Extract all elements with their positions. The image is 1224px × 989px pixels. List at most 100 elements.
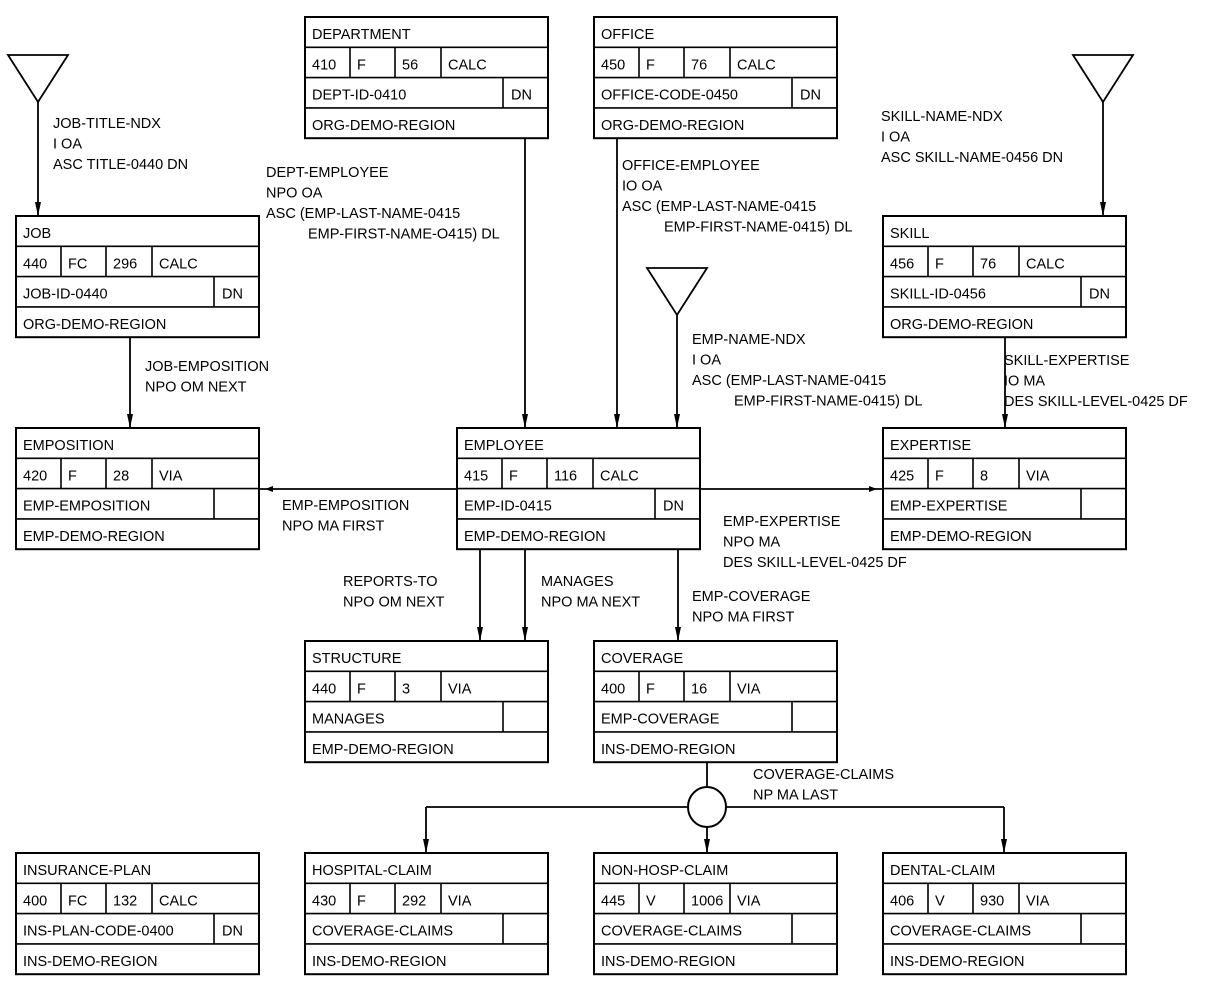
calc-key: EMP-ID-0415 [464, 499, 552, 515]
record-name: OFFICE [601, 27, 654, 43]
record-id: 400 [601, 681, 625, 697]
index-triangle-icon [1071, 54, 1135, 104]
duplicates-option: DN [222, 924, 243, 940]
record-id: 410 [312, 57, 336, 73]
record-type: F [646, 57, 655, 73]
location-mode: VIA [1026, 893, 1050, 909]
record-length: 8 [980, 468, 988, 484]
record-name: COVERAGE [601, 651, 684, 667]
record-name: HOSPITAL-CLAIM [312, 863, 432, 879]
record-length: 3 [402, 681, 410, 697]
label-line: DES SKILL-LEVEL-0425 DF [723, 555, 907, 571]
record-length: 28 [113, 468, 129, 484]
calc-key: SKILL-ID-0456 [890, 287, 986, 303]
label-line: JOB-EMPOSITION [145, 359, 269, 375]
label-line: EMP-COVERAGE [692, 589, 811, 605]
record-length: 132 [113, 893, 137, 909]
calc-key: JOB-ID-0440 [23, 287, 108, 303]
record-coverage[interactable]: COVERAGE 400 F 16 VIA EMP-COVERAGE INS-DEMO-RE… [593, 640, 838, 764]
record-length: 16 [691, 681, 707, 697]
area-name: INS-DEMO-REGION [312, 954, 447, 970]
label-line: IO MA [1004, 374, 1045, 390]
calc-key: EMP-COVERAGE [601, 712, 720, 728]
record-id: 425 [890, 468, 914, 484]
area-name: INS-DEMO-REGION [890, 954, 1025, 970]
record-length: 76 [980, 256, 996, 272]
area-name: EMP-DEMO-REGION [890, 529, 1032, 545]
label-line: MANAGES [541, 574, 614, 590]
label-line: I OA [692, 353, 721, 369]
area-name: INS-DEMO-REGION [601, 954, 736, 970]
arrowhead-icon [1002, 414, 1008, 428]
record-name: JOB [23, 226, 51, 242]
label-line: ASC (EMP-LAST-NAME-0415 [692, 373, 886, 389]
record-id: 400 [23, 893, 47, 909]
label-line: NPO OM NEXT [145, 380, 247, 396]
calc-key: DEPT-ID-0410 [312, 88, 406, 104]
area-name: EMP-DEMO-REGION [23, 529, 165, 545]
record-name: INSURANCE-PLAN [23, 863, 151, 879]
location-mode: VIA [737, 681, 761, 697]
label-line: EMP-FIRST-NAME-O415) DL [308, 227, 500, 243]
record-name: EXPERTISE [890, 438, 971, 454]
calc-key: OFFICE-CODE-0450 [601, 88, 738, 104]
label-line: EMP-EXPERTISE [723, 514, 841, 530]
record-id: 440 [23, 256, 47, 272]
arrowhead-icon [522, 627, 528, 641]
label-line: IO OA [622, 179, 663, 195]
area-name: ORG-DEMO-REGION [312, 118, 455, 134]
area-name: EMP-DEMO-REGION [464, 529, 606, 545]
calc-key: COVERAGE-CLAIMS [601, 924, 742, 940]
record-type: F [646, 681, 655, 697]
record-name: DEPARTMENT [312, 27, 411, 43]
record-id: 440 [312, 681, 336, 697]
record-name: EMPLOYEE [464, 438, 544, 454]
record-id: 430 [312, 893, 336, 909]
record-length: 292 [402, 893, 426, 909]
area-name: ORG-DEMO-REGION [890, 317, 1033, 333]
location-mode: CALC [159, 893, 198, 909]
area-name: EMP-DEMO-REGION [312, 742, 454, 758]
record-type: F [357, 57, 366, 73]
label-line: JOB-TITLE-NDX [53, 116, 161, 132]
set-label-reports-to: REPORTS-TO NPO OM NEXT [343, 574, 445, 611]
record-type: F [68, 468, 77, 484]
label-line: NP MA LAST [753, 788, 838, 804]
arrowhead-icon [127, 414, 133, 428]
record-length: 296 [113, 256, 137, 272]
record-name: EMPOSITION [23, 438, 114, 454]
calc-key: COVERAGE-CLAIMS [890, 924, 1031, 940]
arrowhead-icon [1100, 202, 1106, 216]
area-name: INS-DEMO-REGION [601, 742, 736, 758]
record-id: 415 [464, 468, 488, 484]
record-length: 930 [980, 893, 1004, 909]
record-length: 76 [691, 57, 707, 73]
arrowhead-icon [869, 486, 877, 492]
label-line: I OA [881, 130, 910, 146]
arrowhead-icon [1001, 839, 1007, 853]
area-name: ORG-DEMO-REGION [23, 317, 166, 333]
location-mode: CALC [600, 468, 639, 484]
label-line: EMP-EMPOSITION [282, 498, 409, 514]
label-line: NPO OM NEXT [343, 595, 445, 611]
record-type: F [509, 468, 518, 484]
label-line: REPORTS-TO [343, 574, 438, 590]
